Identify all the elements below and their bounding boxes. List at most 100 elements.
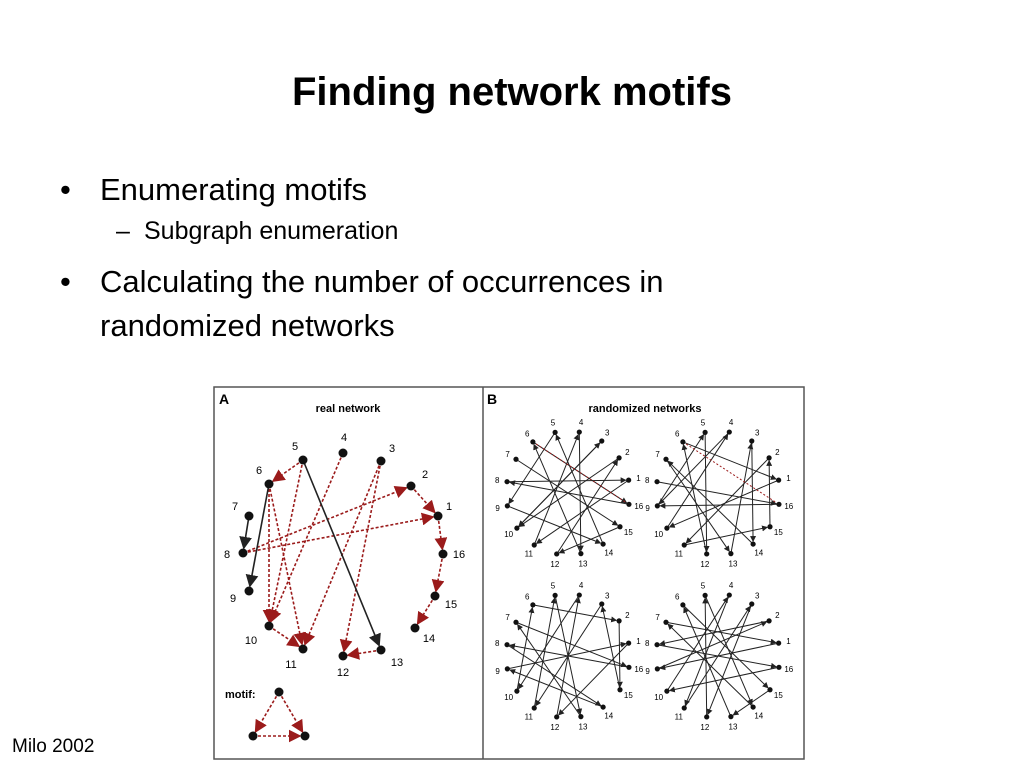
random-network-node bbox=[654, 666, 660, 672]
random-network-motif-edge bbox=[532, 441, 630, 505]
random-network-node-label: 8 bbox=[495, 476, 500, 485]
random-network-node-label: 14 bbox=[604, 711, 613, 720]
random-network-node-label: 12 bbox=[700, 560, 709, 569]
real-network-motif-edge bbox=[268, 625, 301, 648]
random-network-node bbox=[749, 601, 755, 607]
random-network-node-label: 4 bbox=[579, 581, 584, 590]
random-network-node-label: 4 bbox=[579, 418, 584, 427]
random-network-node-label: 7 bbox=[505, 613, 510, 622]
bullet-icon: • bbox=[60, 264, 71, 299]
random-network-node bbox=[728, 551, 734, 557]
random-network-node-label: 3 bbox=[755, 592, 760, 601]
random-network-edge bbox=[658, 620, 770, 646]
random-network-edge bbox=[683, 605, 751, 709]
random-network-node-label: 11 bbox=[675, 712, 684, 721]
random-network-node bbox=[576, 592, 582, 598]
bullet-list: • Enumerating motifs – Subgraph enumerat… bbox=[60, 168, 960, 358]
real-network-node-label: 7 bbox=[232, 501, 238, 513]
random-network-node bbox=[750, 704, 756, 710]
network-figure-svg: A real network B randomized networks mot… bbox=[213, 386, 805, 760]
random-network-node-label: 6 bbox=[675, 593, 680, 602]
slide-title: Finding network motifs bbox=[292, 70, 732, 114]
random-network-node bbox=[504, 503, 510, 509]
random-network-node-label: 5 bbox=[701, 582, 706, 591]
random-network-node-label: 7 bbox=[655, 613, 660, 622]
random-network-node bbox=[680, 602, 686, 608]
random-network-edge bbox=[666, 433, 729, 529]
random-network-node-label: 2 bbox=[775, 611, 780, 620]
random-network-edge bbox=[706, 603, 753, 716]
random-network-edge bbox=[684, 525, 769, 546]
random-network-node-label: 5 bbox=[551, 419, 556, 428]
random-network-node-label: 15 bbox=[774, 691, 783, 700]
bullet-icon: • bbox=[60, 172, 71, 207]
random-network-edge bbox=[666, 596, 729, 692]
random-network-node-label: 14 bbox=[754, 548, 763, 557]
random-network-edge bbox=[533, 597, 557, 709]
random-network-edge bbox=[682, 604, 769, 689]
real-network-edge bbox=[302, 459, 381, 647]
random-network-node bbox=[663, 619, 669, 625]
random-network-node-label: 14 bbox=[604, 548, 613, 557]
real-network-motif-edge bbox=[303, 460, 382, 646]
random-network-edge bbox=[506, 644, 602, 707]
random-network-node-label: 7 bbox=[655, 450, 660, 459]
random-network-node bbox=[654, 642, 660, 648]
motif-edge bbox=[254, 691, 280, 734]
random-network-node-label: 13 bbox=[579, 559, 588, 568]
real-network-node-label: 9 bbox=[230, 593, 236, 605]
panel-b-title: randomized networks bbox=[588, 403, 701, 415]
random-network-node bbox=[530, 602, 536, 608]
random-network-node bbox=[664, 688, 670, 694]
random-network-node-label: 9 bbox=[645, 504, 650, 513]
real-network-node bbox=[406, 481, 416, 491]
random-network-node bbox=[681, 705, 687, 711]
real-network-node bbox=[298, 644, 308, 654]
random-network-node bbox=[664, 525, 670, 531]
real-network-node bbox=[410, 623, 420, 633]
random-network-node bbox=[578, 714, 584, 720]
random-network-node-label: 9 bbox=[495, 667, 500, 676]
random-network-node bbox=[728, 714, 734, 720]
random-network-node-label: 3 bbox=[605, 592, 610, 601]
random-network-node bbox=[616, 455, 622, 461]
random-network-node-label: 13 bbox=[729, 722, 738, 731]
random-network-node bbox=[599, 601, 605, 607]
random-network-node bbox=[776, 640, 782, 646]
random-network-node-label: 11 bbox=[525, 712, 534, 721]
motif-label: motif: bbox=[225, 689, 256, 701]
random-network-node bbox=[767, 524, 773, 530]
real-network-motif-edge bbox=[242, 486, 408, 554]
random-network-node-label: 3 bbox=[755, 429, 760, 438]
random-network-node-label: 5 bbox=[551, 582, 556, 591]
random-network-node bbox=[530, 439, 536, 445]
motif-node bbox=[248, 731, 258, 741]
real-network-node bbox=[244, 586, 254, 596]
random-network-node bbox=[776, 501, 782, 507]
real-network-node-label: 16 bbox=[453, 549, 465, 561]
random-network-node bbox=[776, 664, 782, 670]
random-network-node-label: 13 bbox=[729, 559, 738, 568]
real-network-node-label: 8 bbox=[224, 549, 230, 561]
random-network-node bbox=[750, 541, 756, 547]
random-network-node bbox=[504, 479, 510, 485]
real-network-node-label: 14 bbox=[423, 633, 435, 645]
real-network-motif-edge bbox=[271, 459, 304, 483]
random-network-node-label: 4 bbox=[729, 581, 734, 590]
real-network-node-label: 15 bbox=[445, 599, 457, 611]
random-network-node-label: 11 bbox=[675, 549, 684, 558]
real-network-motif-edge bbox=[268, 483, 306, 646]
random-network-node bbox=[726, 429, 732, 435]
random-network-node-label: 10 bbox=[504, 693, 513, 702]
random-network-node-label: 1 bbox=[786, 474, 791, 483]
random-network-node-label: 1 bbox=[636, 637, 641, 646]
random-network-node bbox=[531, 542, 537, 548]
real-network-node-label: 3 bbox=[389, 443, 395, 455]
random-network-edge bbox=[684, 594, 730, 707]
random-network-node-label: 8 bbox=[495, 639, 500, 648]
random-network-node bbox=[616, 618, 622, 624]
random-network-node bbox=[681, 542, 687, 548]
random-network-node bbox=[680, 439, 686, 445]
random-network-node-label: 12 bbox=[700, 723, 709, 732]
real-network-node-label: 4 bbox=[341, 432, 347, 444]
